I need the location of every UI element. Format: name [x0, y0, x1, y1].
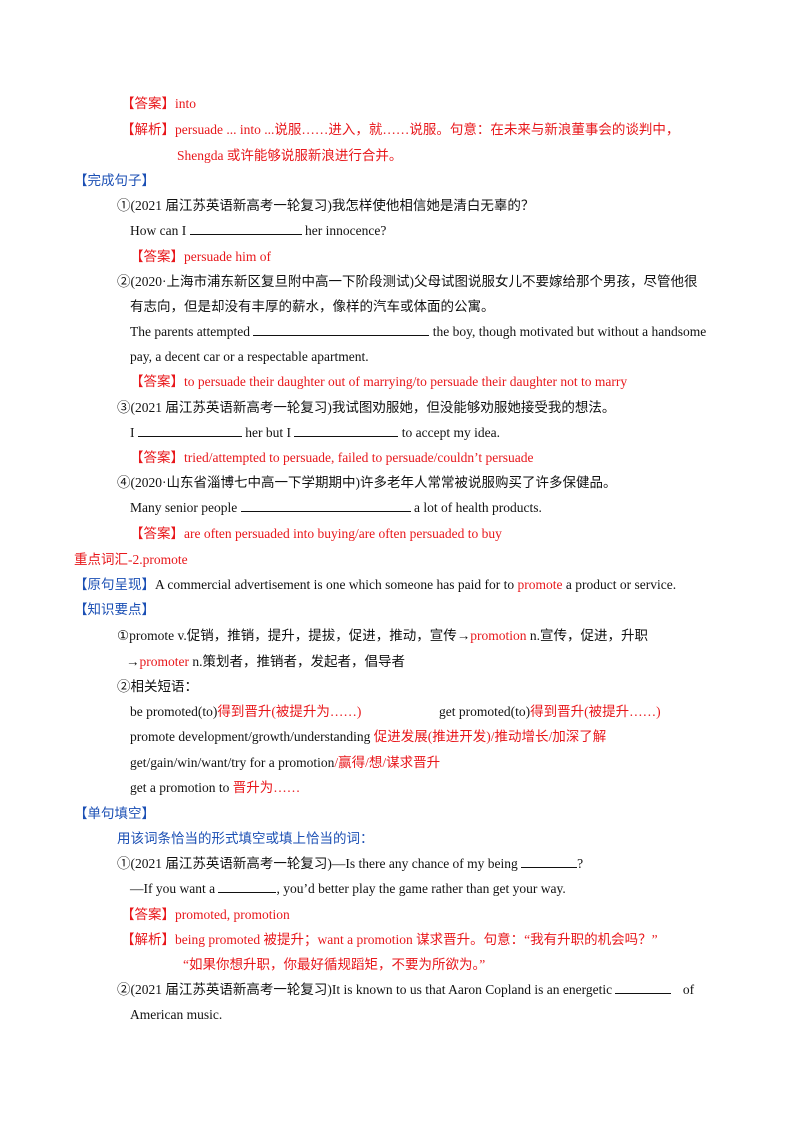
- blank[interactable]: [189, 222, 302, 235]
- blank[interactable]: [615, 981, 672, 994]
- blank[interactable]: [240, 499, 411, 512]
- original-sentence: 【原句呈现】A commercial advertisement is one …: [74, 577, 677, 592]
- fill-question-2: ②(2021 届江苏英语新高考一轮复习)It is known to us th…: [117, 981, 695, 997]
- analysis-line: 【解析】persuade ... into ...说服……进入，就……说服。句意…: [121, 121, 679, 139]
- fill-question-1-cont: —If you want a , you’d better play the g…: [130, 880, 566, 896]
- vocab-heading: 重点词汇-2.promote: [74, 552, 188, 567]
- answer-2-line: 【答案】to persuade their daughter out of ma…: [130, 374, 628, 389]
- knowledge-points-heading: 【知识要点】: [74, 602, 155, 617]
- question-2-english: The parents attempted the boy, though mo…: [130, 323, 707, 339]
- arrow-icon: →: [126, 654, 140, 669]
- phrase-3: promote development/growth/understanding…: [130, 729, 607, 744]
- question-2-line-2: 有志向，但是却没有丰厚的薪水，像样的汽车或体面的公寓。: [130, 299, 495, 314]
- phrase-1: be promoted(to)得到晋升(被提升为……): [130, 704, 362, 719]
- blank[interactable]: [294, 424, 399, 437]
- blank[interactable]: [137, 424, 242, 437]
- question-2-line-1: ②(2020·上海市浦东新区复旦附中高一下阶段测试)父母试图说服女儿不要嫁给那个…: [117, 274, 698, 289]
- answer-tag: 【答案】: [121, 96, 175, 111]
- blank[interactable]: [253, 323, 430, 336]
- blank[interactable]: [218, 880, 277, 893]
- answer-text: into: [175, 96, 197, 111]
- fill-answer-1-line: 【答案】promoted, promotion: [121, 907, 290, 922]
- phrase-5: get a promotion to 晋升为……: [130, 780, 301, 795]
- knowledge-point-1: ①promote v.促销，推销，提升，提拔，促进，推动，宣传→promotio…: [117, 628, 648, 643]
- analysis-continuation: Shengda 或许能够说服新浪进行合并。: [177, 148, 403, 163]
- section-heading-complete-sentences: 【完成句子】: [74, 173, 155, 188]
- fill-analysis-line: 【解析】being promoted 被提升；want a promotion …: [121, 932, 658, 947]
- knowledge-point-1-cont: →promoter n.策划者，推销者，发起者，倡导者: [126, 654, 405, 669]
- answer-3-line: 【答案】tried/attempted to persuade, failed …: [130, 450, 534, 465]
- answer-1: persuade him of: [184, 249, 271, 264]
- question-1: ①(2021 届江苏英语新高考一轮复习)我怎样使他相信她是清白无辜的？: [117, 198, 535, 213]
- question-2-english-cont: pay, a decent car or a respectable apart…: [130, 349, 369, 364]
- analysis-text: persuade ... into ...说服……进入，就……说服。句意：在未来…: [175, 122, 680, 137]
- fill-question-2-cont: American music.: [130, 1007, 223, 1022]
- phrase-2: get promoted(to)得到晋升(被提升……): [439, 704, 661, 719]
- question-4: ④(2020·山东省淄博七中高一下学期期中)许多老年人常常被说服购买了许多保健品…: [117, 475, 617, 490]
- phrase-4: get/gain/win/want/try for a promotion/赢得…: [130, 755, 441, 770]
- question-1-english: How can I her innocence?: [130, 222, 387, 238]
- answer-4: are often persuaded into buying/are ofte…: [184, 526, 502, 541]
- fill-answer-1: promoted, promotion: [175, 907, 290, 922]
- answer-line: 【答案】into: [121, 95, 196, 113]
- fill-instructions: 用该词条恰当的形式填空或填上恰当的词：: [117, 831, 374, 846]
- analysis-tag: 【解析】: [121, 122, 175, 137]
- blank[interactable]: [521, 855, 578, 868]
- fill-analysis-cont: “如果你想升职，你最好循规蹈矩，不要为所欲为。”: [183, 957, 486, 972]
- question-3-english: I her but I to accept my idea.: [130, 424, 500, 440]
- question-4-english: Many senior people a lot of health produ…: [130, 499, 542, 515]
- section-heading-fill: 【单句填空】: [74, 806, 155, 821]
- answer-3: tried/attempted to persuade, failed to p…: [184, 450, 534, 465]
- fill-question-1: ①(2021 届江苏英语新高考一轮复习)—Is there any chance…: [117, 855, 584, 871]
- phrases-title: ②相关短语：: [117, 679, 198, 694]
- answer-2: to persuade their daughter out of marryi…: [184, 374, 628, 389]
- answer-1-line: 【答案】persuade him of: [130, 249, 271, 264]
- answer-4-line: 【答案】are often persuaded into buying/are …: [130, 526, 502, 541]
- question-3: ③(2021 届江苏英语新高考一轮复习)我试图劝服她，但没能够劝服她接受我的想法…: [117, 400, 616, 415]
